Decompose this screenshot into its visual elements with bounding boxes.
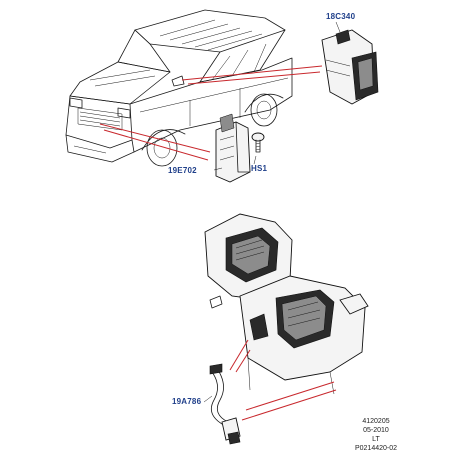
callout-sensor: 19E702 <box>168 166 197 175</box>
drain-hose-part <box>209 363 241 445</box>
leader-lines <box>99 65 337 421</box>
sensor-part <box>215 113 251 183</box>
callout-screw: HS1 <box>251 164 268 173</box>
vehicle-illustration <box>65 9 293 167</box>
hvac-assembly <box>204 213 369 395</box>
callout-hose: 19A786 <box>172 397 202 406</box>
relay-part <box>321 29 379 105</box>
footer-code: LT <box>372 436 380 443</box>
footer-ref-number: 4120205 <box>362 418 390 425</box>
footer-illustration-id: P0214420-02 <box>354 445 398 452</box>
callout-relay: 18C340 <box>326 12 356 21</box>
screw-part <box>251 132 265 153</box>
callout-pointers <box>203 21 341 403</box>
footer-date: 05-2010 <box>363 427 389 434</box>
